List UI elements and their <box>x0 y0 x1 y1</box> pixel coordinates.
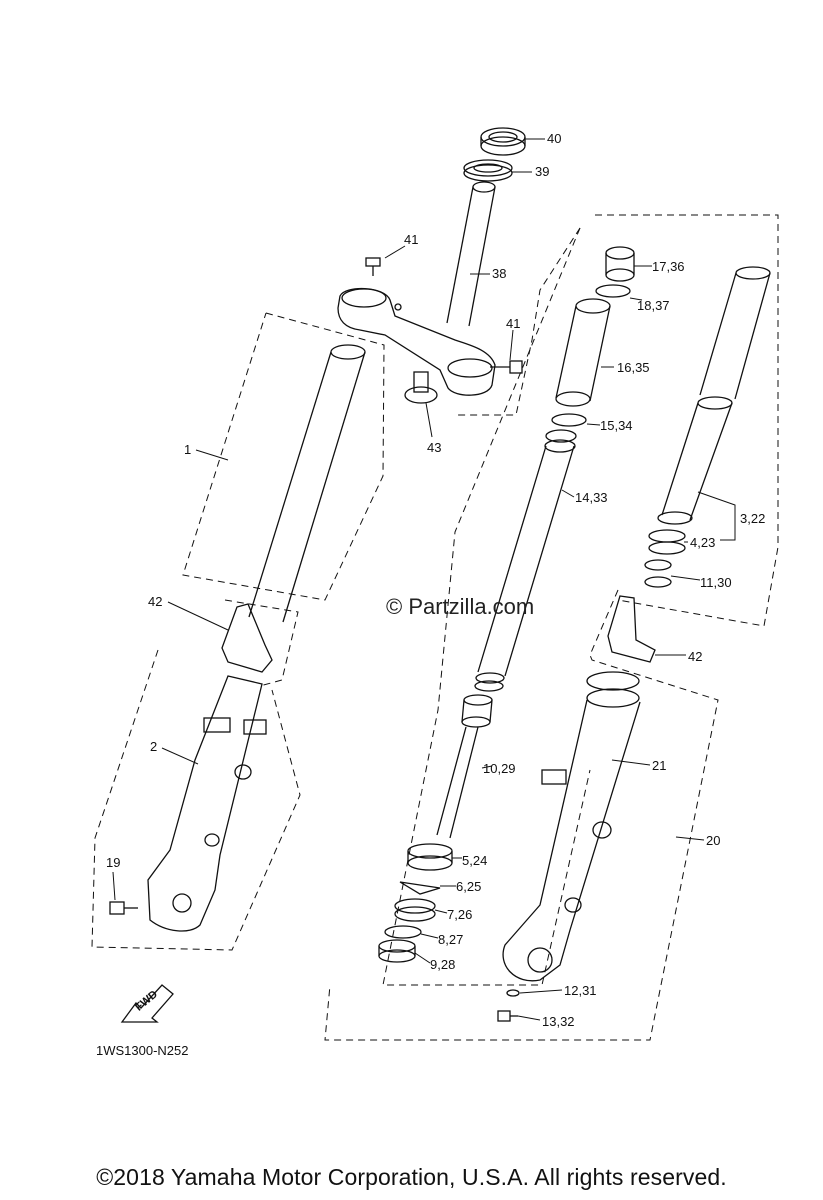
part-2-outer-tube-left <box>147 675 267 932</box>
part-39-washer <box>463 159 513 182</box>
part-40-ring-nut <box>480 127 526 156</box>
part-17-cap-bolt <box>605 246 635 282</box>
leader-lines <box>112 138 736 1021</box>
callout-41-side: 41 <box>506 316 521 331</box>
part-12-gasket <box>506 989 520 997</box>
callout-17-36: 17,36 <box>652 259 685 274</box>
callout-9-28: 9,28 <box>430 957 456 972</box>
part-21-outer-tube-right <box>502 671 641 982</box>
fwd-arrow-icon <box>120 984 174 1023</box>
callout-6-25: 6,25 <box>456 879 482 894</box>
callout-41-top: 41 <box>404 232 419 247</box>
callout-3-22: 3,22 <box>740 511 766 526</box>
callout-12-31: 12,31 <box>564 983 597 998</box>
callout-15-34: 15,34 <box>600 418 633 433</box>
part-under-bracket <box>337 287 496 396</box>
diagram-code: 1WS1300-N252 <box>96 1043 189 1058</box>
callout-8-27: 8,27 <box>438 932 464 947</box>
part-13-bolt <box>497 1010 518 1022</box>
part-14-fork-spring <box>474 429 577 692</box>
part-inner-tube-right <box>657 266 771 525</box>
part-42-fork-guard-left <box>221 603 273 673</box>
callout-2: 2 <box>150 739 158 754</box>
callout-18-37: 18,37 <box>637 298 670 313</box>
callout-10-29: 10,29 <box>483 761 516 776</box>
callout-14-33: 14,33 <box>575 490 608 505</box>
callout-4-23: 4,23 <box>690 535 716 550</box>
part-4-slide-bushing <box>648 529 686 555</box>
callout-42-left: 42 <box>148 594 163 609</box>
callout-5-24: 5,24 <box>462 853 488 868</box>
watermark: © Partzilla.com <box>386 594 535 619</box>
part-8-washer <box>384 925 422 939</box>
part-9-bushing <box>378 939 416 963</box>
part-41-bolt-side <box>490 360 523 374</box>
part-43-cable-guide <box>404 371 438 404</box>
callout-11-30: 11,30 <box>700 575 732 590</box>
group-boundaries <box>91 214 779 1041</box>
callout-7-26: 7,26 <box>447 907 473 922</box>
callout-21: 21 <box>652 758 667 773</box>
callout-43: 43 <box>427 440 442 455</box>
part-18-o-ring <box>595 284 631 298</box>
part-42-fork-guard-right <box>607 595 656 663</box>
callout-19: 19 <box>106 855 121 870</box>
part-6-clip <box>399 881 441 895</box>
part-41-bolt-top <box>365 257 381 276</box>
part-7-oil-seal <box>394 898 436 922</box>
part-19-drain-bolt <box>109 901 138 915</box>
part-38-steering-stem <box>446 181 496 327</box>
part-16-spacer <box>555 298 611 407</box>
callout-13-32: 13,32 <box>542 1014 575 1029</box>
callout-42-right: 42 <box>688 649 703 664</box>
callout-16-35: 16,35 <box>617 360 650 375</box>
part-10-damper-rod <box>436 694 493 839</box>
callout-1: 1 <box>184 442 192 457</box>
callout-40: 40 <box>547 131 562 146</box>
part-5-dust-seal <box>407 843 453 871</box>
part-11-collar <box>644 559 672 588</box>
copyright-footer: ©2018 Yamaha Motor Corporation, U.S.A. A… <box>96 1164 727 1190</box>
callout-38: 38 <box>492 266 507 281</box>
callout-20: 20 <box>706 833 721 848</box>
part-15-washer <box>551 413 587 427</box>
part-1-inner-tube-left <box>248 344 366 623</box>
callout-39: 39 <box>535 164 550 179</box>
